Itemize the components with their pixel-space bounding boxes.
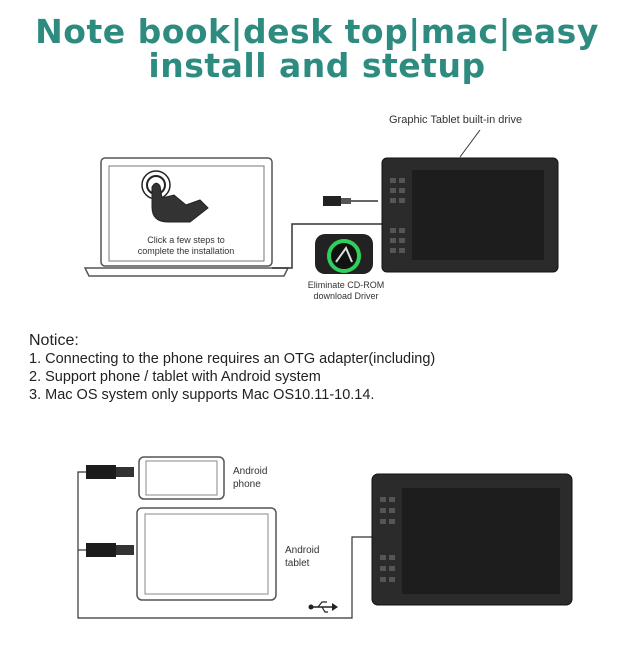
- usb-plug-icon: [323, 196, 378, 206]
- touch-hand-icon: [141, 170, 209, 223]
- notice-section: Notice: 1. Connecting to the phone requi…: [29, 332, 435, 404]
- cd-caption-1: Eliminate CD-ROM: [307, 280, 385, 290]
- tablet-caption-2: tablet: [285, 558, 310, 569]
- tablet-caption-1: Android: [285, 545, 320, 556]
- notice-item: 2. Support phone / tablet with Android s…: [29, 369, 321, 385]
- tablet-caption: Graphic Tablet built-in drive: [389, 114, 523, 126]
- laptop-screen-text-1: Click a few steps to: [147, 235, 225, 245]
- cd-caption-2: download Driver: [313, 291, 379, 301]
- otg-adapter-1: [86, 465, 134, 479]
- graphic-tablet-top: [381, 157, 559, 273]
- phone-caption-1: Android: [233, 466, 268, 477]
- graphic-tablet-bottom: [371, 473, 573, 606]
- android-phone-illustration: [138, 456, 225, 500]
- cd-driver-icon: [315, 234, 373, 274]
- laptop-screen-text-2: complete the installation: [137, 246, 235, 256]
- title-line-1: Note book|desk top|mac|easy: [35, 12, 599, 51]
- android-tablet-illustration: [136, 507, 277, 601]
- usb-icon: [308, 601, 338, 613]
- notice-heading: Notice:: [29, 332, 79, 349]
- title-line-2: install and stetup: [148, 46, 486, 85]
- notice-item: 3. Mac OS system only supports Mac OS10.…: [29, 387, 375, 403]
- notice-item: 1. Connecting to the phone requires an O…: [29, 351, 436, 367]
- otg-adapter-2: [86, 543, 134, 557]
- phone-caption-2: phone: [233, 479, 261, 490]
